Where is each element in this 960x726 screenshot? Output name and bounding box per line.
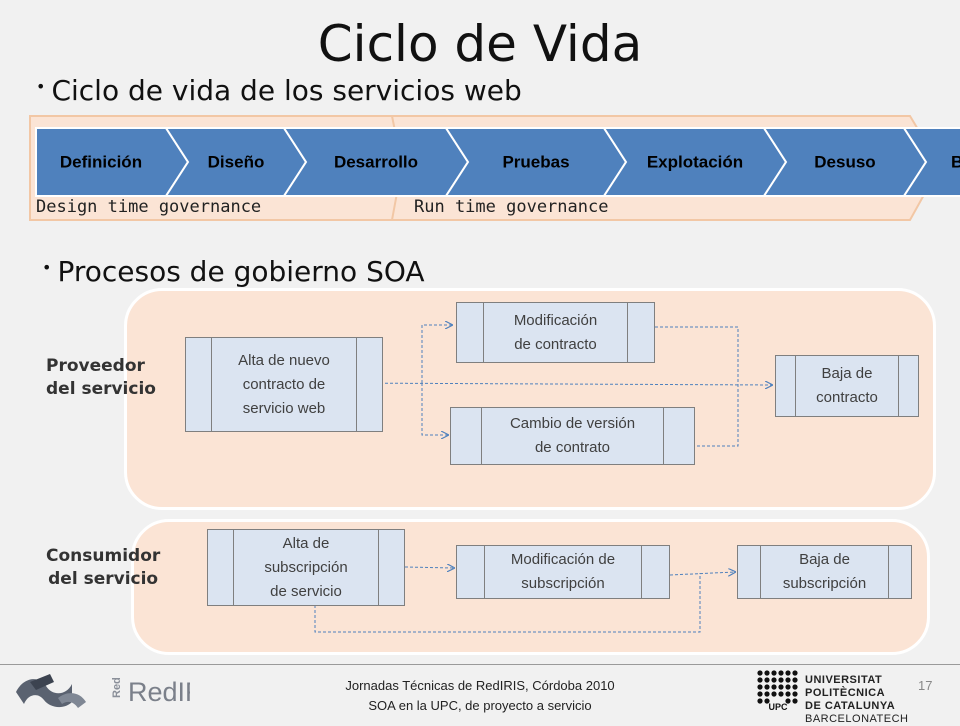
upc-logo: UPC bbox=[757, 670, 798, 712]
upc-dot bbox=[792, 670, 798, 676]
upc-dot bbox=[757, 677, 763, 683]
upc-dot bbox=[764, 684, 770, 690]
upc-dot bbox=[792, 684, 798, 690]
arrow-new-to-modify bbox=[421, 325, 452, 383]
svg-text:UPC: UPC bbox=[768, 702, 788, 712]
chevron-label-6: Desuso bbox=[814, 153, 875, 172]
rediris-logo: Red RedIRIS bbox=[16, 674, 190, 708]
page-number: 17 bbox=[918, 678, 933, 693]
upc-dot bbox=[778, 691, 784, 697]
chevron-label-5: Explotación bbox=[647, 153, 743, 172]
arrow-modifysub-to-cancelsub bbox=[669, 572, 735, 575]
upc-dot bbox=[792, 677, 798, 683]
upc-dot bbox=[757, 698, 763, 704]
upc-dot bbox=[785, 698, 791, 704]
svg-text:Red: Red bbox=[111, 677, 123, 698]
upc-dot bbox=[785, 677, 791, 683]
upc-dot bbox=[764, 677, 770, 683]
upc-dot bbox=[764, 698, 770, 704]
chevron-7 bbox=[902, 127, 960, 197]
chevron-label-1: Definición bbox=[60, 153, 142, 172]
chevron-label-7: Baja bbox=[951, 153, 960, 172]
chevron-label-4: Pruebas bbox=[502, 153, 569, 172]
upc-dot bbox=[771, 677, 777, 683]
upc-dot bbox=[785, 691, 791, 697]
upc-name: UNIVERSITAT POLITÈCNICA DE CATALUNYA BAR… bbox=[805, 674, 909, 725]
run-time-governance-label: Run time governance bbox=[414, 197, 609, 217]
upc-dot bbox=[778, 677, 784, 683]
rediris-wordmark: RedIRIS bbox=[128, 677, 190, 707]
line-modify-to-cancel bbox=[655, 326, 739, 447]
upc-dot bbox=[764, 691, 770, 697]
upc-dot bbox=[757, 684, 763, 690]
upc-dot bbox=[785, 670, 791, 676]
chevron-label-3: Desarrollo bbox=[334, 153, 418, 172]
bullet-governance: Procesos de gobierno SOA bbox=[42, 255, 424, 288]
arrow-newsub-to-modifysub bbox=[404, 567, 454, 568]
upc-dot bbox=[757, 691, 763, 697]
line-newsub-to-cancelsub bbox=[314, 573, 701, 633]
upc-dot bbox=[771, 684, 777, 690]
slide-title: Ciclo de Vida bbox=[317, 15, 643, 73]
lifecycle-diagram: Definición Diseño Desarrollo Pruebas Explota… bbox=[29, 115, 960, 221]
chevron-label-2: Diseño bbox=[208, 153, 265, 172]
arrow-new-to-version bbox=[421, 383, 448, 435]
bullet-lifecycle: Ciclo de vida de los servicios web bbox=[36, 74, 521, 107]
upc-dot bbox=[792, 698, 798, 704]
design-time-governance-label: Design time governance bbox=[36, 197, 262, 217]
footer-text: Jornadas Técnicas de RedIRIS, Córdoba 20… bbox=[345, 678, 615, 713]
footer-divider bbox=[0, 664, 960, 665]
upc-dot bbox=[785, 684, 791, 690]
upc-dot bbox=[778, 684, 784, 690]
upc-dot bbox=[764, 670, 770, 676]
upc-dot bbox=[778, 670, 784, 676]
upc-dot bbox=[792, 691, 798, 697]
upc-dot bbox=[757, 670, 763, 676]
upc-dot bbox=[771, 670, 777, 676]
arrow-new-to-cancel bbox=[339, 383, 772, 385]
upc-dot bbox=[771, 691, 777, 697]
